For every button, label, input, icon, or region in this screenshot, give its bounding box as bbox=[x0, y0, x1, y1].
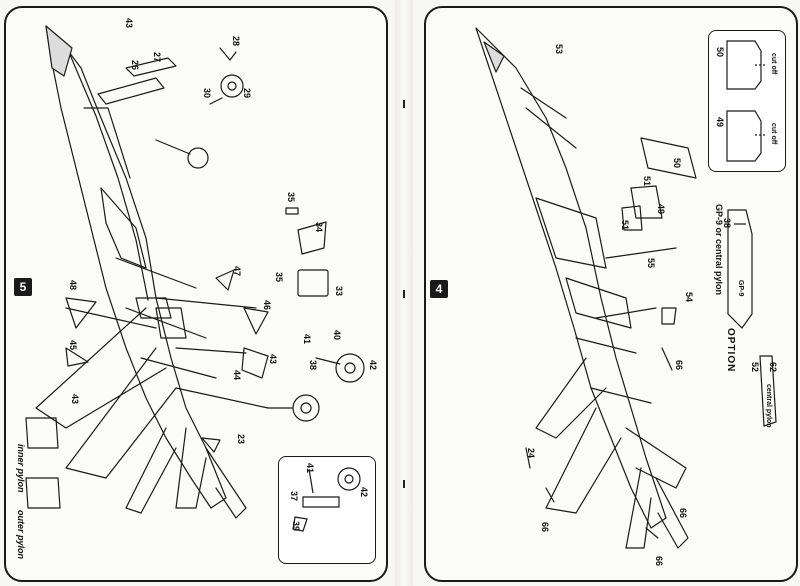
part-number: 38 bbox=[308, 360, 318, 371]
part-number: 24 bbox=[526, 448, 536, 459]
part-number: 44 bbox=[232, 370, 242, 381]
part-number: 35 bbox=[274, 272, 284, 283]
wheel-detail-drawing bbox=[292, 467, 361, 532]
left-instruction-page: 5 43 26 27 28 29 30 35 34 47 35 33 46 48… bbox=[4, 6, 388, 582]
part-number: 43 bbox=[70, 394, 80, 405]
part-number: 34 bbox=[314, 222, 324, 233]
part-number: 30 bbox=[202, 88, 212, 99]
part-number: 66 bbox=[540, 522, 550, 533]
cut-off-drawing bbox=[726, 40, 767, 162]
part-number: 29 bbox=[242, 88, 252, 99]
part-number: 27 bbox=[152, 52, 162, 63]
gp9-small-label: GP-9 bbox=[737, 280, 744, 297]
right-instruction-page: 4 53 50 51 51 49 55 54 66 24 66 66 66 62… bbox=[424, 6, 798, 582]
inset-part-number: 42 bbox=[359, 487, 369, 498]
part-number: 43 bbox=[268, 354, 278, 365]
part-number: 48 bbox=[68, 280, 78, 291]
part-number: 54 bbox=[684, 292, 694, 303]
part-number: 55 bbox=[646, 258, 656, 269]
part-number: 66 bbox=[678, 508, 688, 519]
step-badge: 4 bbox=[430, 280, 448, 298]
pylon-label: inner pylon bbox=[16, 444, 26, 493]
inset-part-number: 41 bbox=[305, 463, 315, 474]
part-number: 66 bbox=[674, 360, 684, 371]
option-part-number: 52 bbox=[750, 362, 760, 373]
part-number: 46 bbox=[262, 300, 272, 311]
part-number: 42 bbox=[368, 360, 378, 371]
option-part-number: 38 bbox=[722, 218, 732, 229]
cut-off-label: cut off bbox=[770, 123, 777, 145]
wheel-detail-inset: 41 37 42 39 bbox=[278, 456, 376, 564]
part-number: 35 bbox=[286, 192, 296, 203]
part-number: 26 bbox=[130, 60, 140, 71]
inset-part-number: 39 bbox=[291, 521, 301, 532]
part-number: 23 bbox=[236, 434, 246, 445]
part-number: 43 bbox=[124, 18, 134, 29]
part-number: 50 bbox=[672, 158, 682, 169]
inset-part-number: 37 bbox=[289, 491, 299, 502]
part-number: 51 bbox=[620, 220, 630, 231]
central-pylon-drawing bbox=[759, 355, 777, 427]
inset-part-number: 50 bbox=[715, 47, 725, 58]
step-badge: 5 bbox=[14, 278, 32, 296]
aircraft-drawing-right bbox=[475, 27, 697, 549]
option-title: OPTION bbox=[725, 328, 736, 373]
part-number: 49 bbox=[656, 204, 666, 215]
pylon-label: outer pylon bbox=[16, 510, 26, 559]
central-pylon-small-label: central pylon bbox=[765, 384, 772, 428]
part-number: 45 bbox=[68, 340, 78, 351]
part-number: 47 bbox=[232, 266, 242, 277]
cut-off-inset: 50 49 cut off cut off bbox=[708, 30, 786, 172]
part-number: 40 bbox=[332, 330, 342, 341]
aircraft-drawing-left bbox=[25, 25, 365, 519]
gp9-pod-drawing bbox=[727, 209, 753, 329]
part-number: 41 bbox=[302, 334, 312, 345]
page-gutter bbox=[395, 0, 413, 586]
part-number: 53 bbox=[554, 44, 564, 55]
inset-part-number: 49 bbox=[715, 117, 725, 128]
part-number: 28 bbox=[231, 36, 241, 47]
cut-off-label: cut off bbox=[770, 53, 777, 75]
part-number: 66 bbox=[654, 556, 664, 567]
part-number: 33 bbox=[334, 286, 344, 297]
part-number: 51 bbox=[642, 176, 652, 187]
